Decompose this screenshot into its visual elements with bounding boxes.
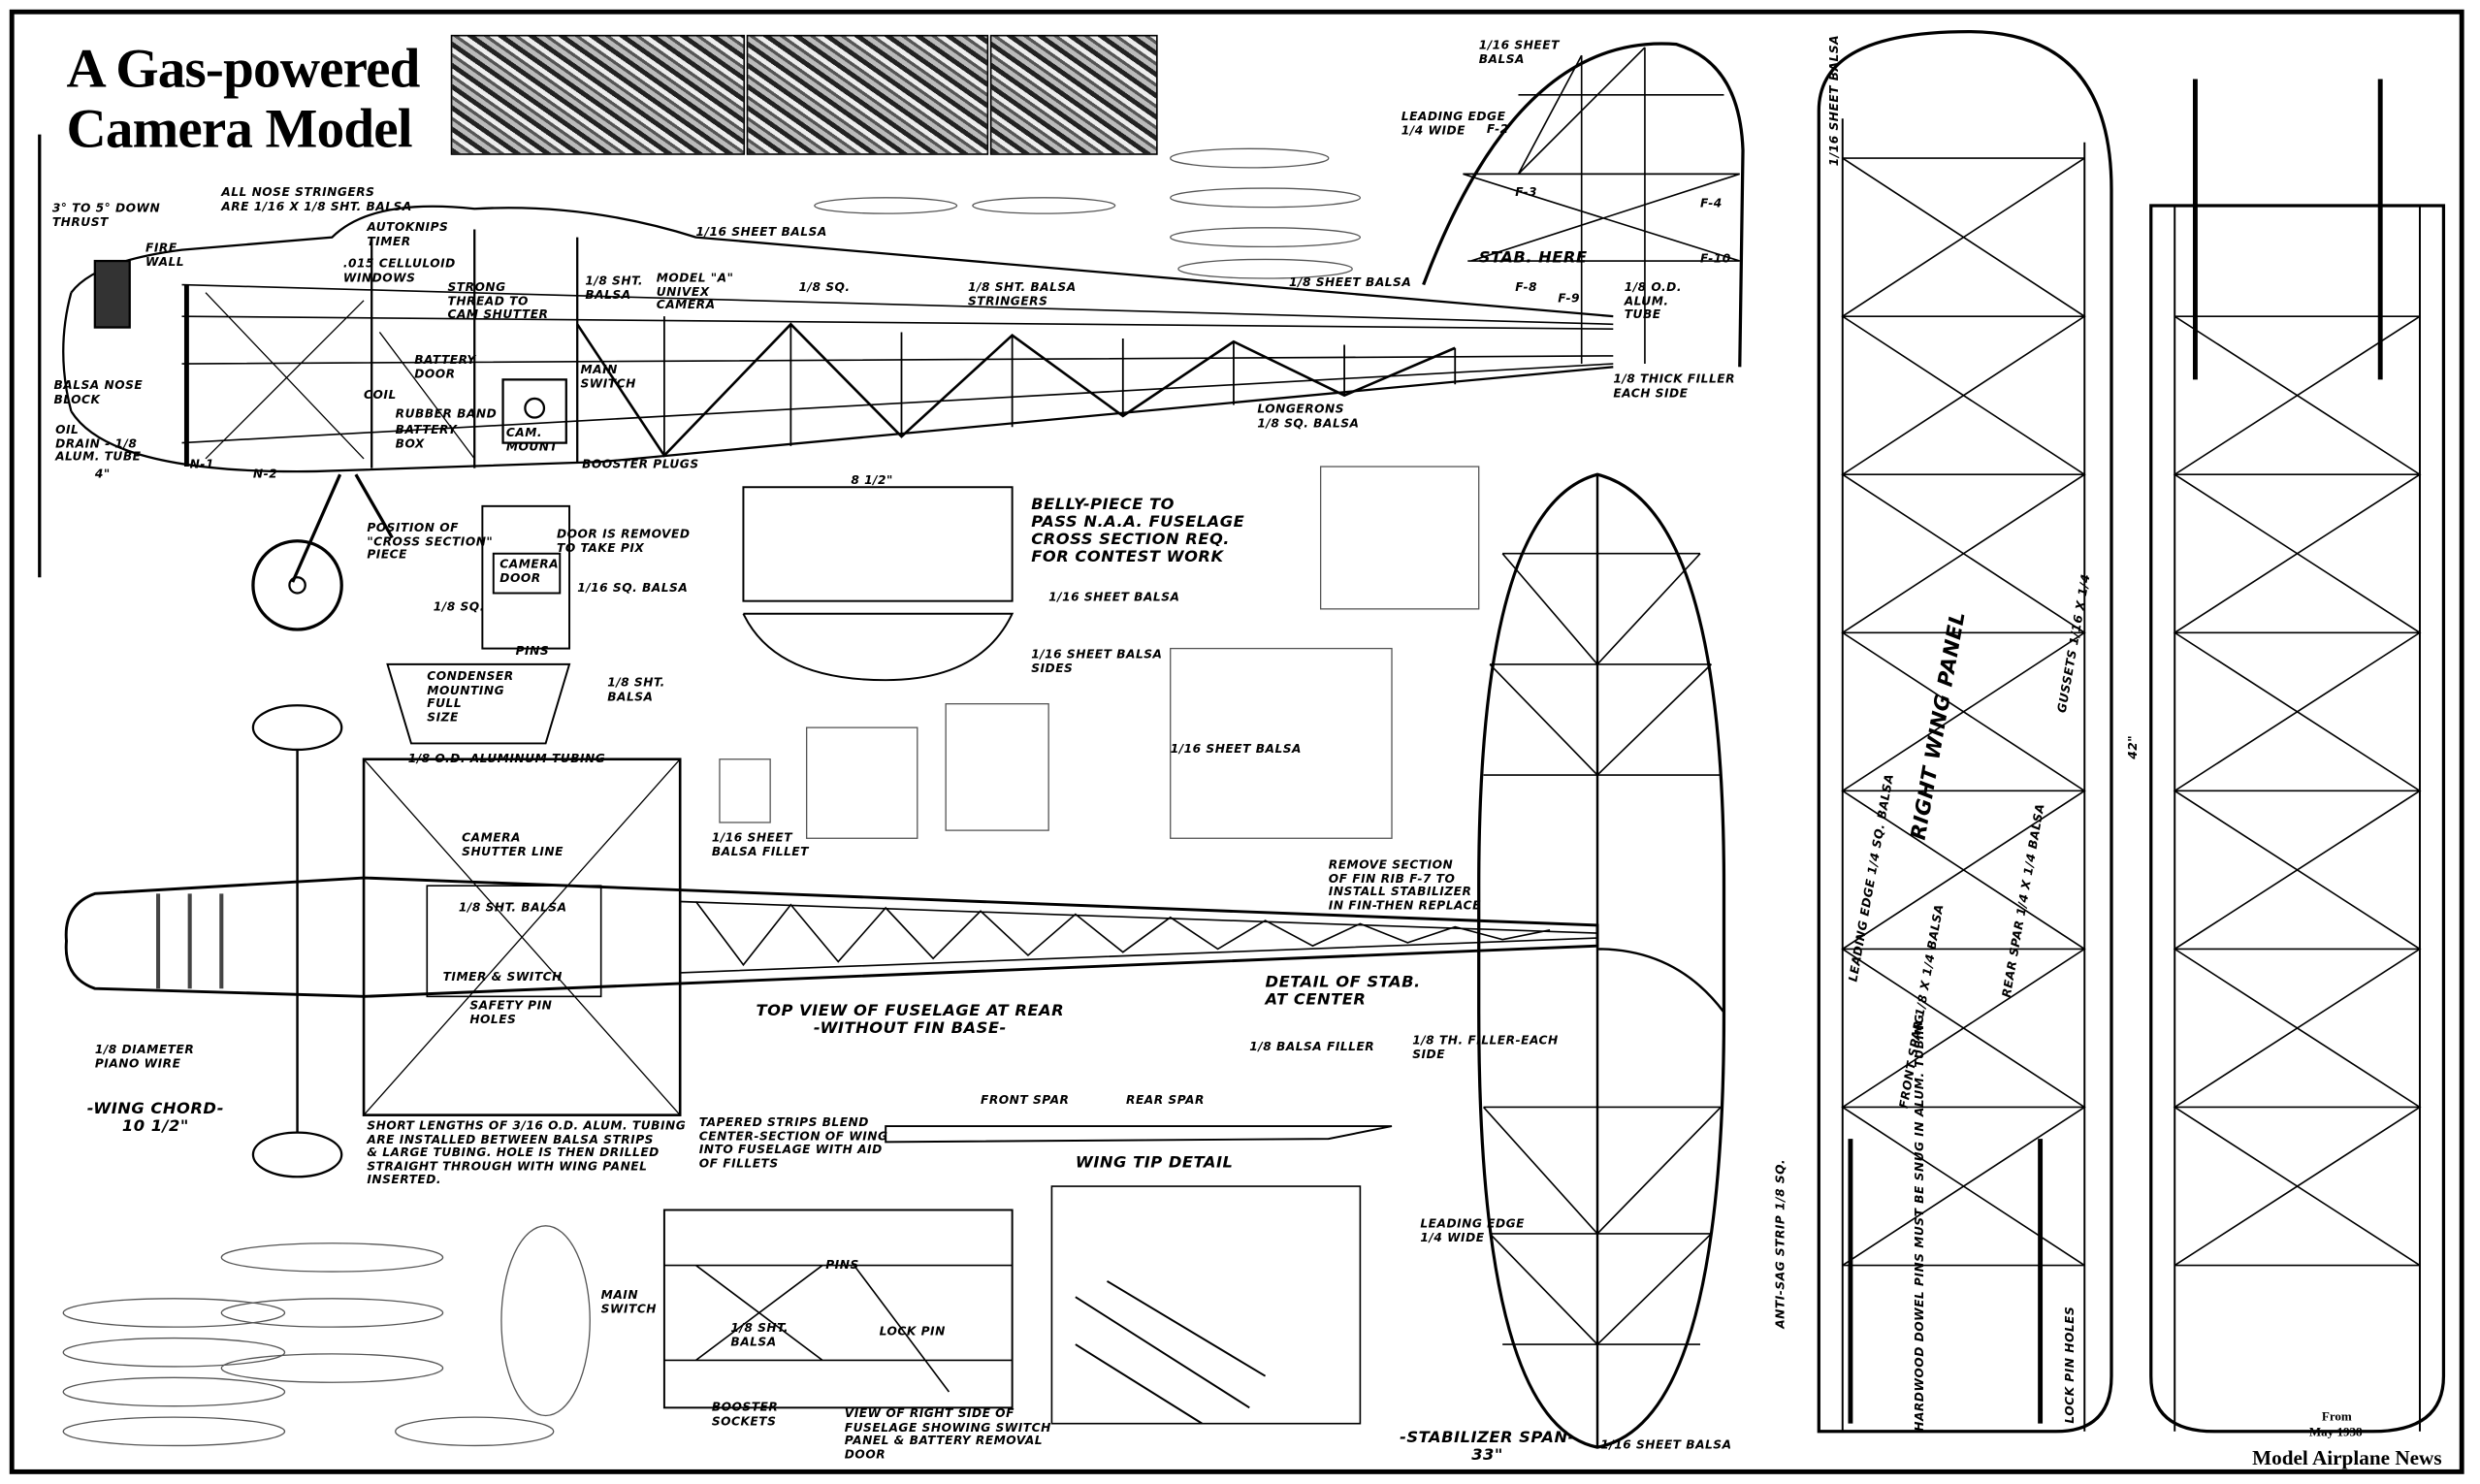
- sheet-border: [9, 9, 2464, 1474]
- label-dim-8-half: 8 1/2": [851, 472, 893, 488]
- left-wing-panel-drawing: [2149, 79, 2446, 1434]
- label-dowel-pins: HARDWOOD DOWEL PINS MUST BE SNUG IN ALUM…: [1912, 1014, 1927, 1432]
- label-fin-sheet-balsa: 1/16 SHEET BALSA: [1478, 38, 1560, 66]
- label-strong-thread: STRONG THREAD TO CAM SHUTTER: [447, 279, 549, 322]
- label-cam-mount: CAM. MOUNT: [505, 425, 559, 454]
- label-f3: F-3: [1515, 184, 1538, 200]
- label-detail-sheet-balsa: 1/16 SHEET BALSA: [1170, 741, 1303, 757]
- label-f10: F-10: [1700, 251, 1731, 266]
- credit-date: May 1938: [2308, 1425, 2363, 1439]
- label-thick-filler: 1/8 THICK FILLER EACH SIDE: [1613, 371, 1736, 400]
- label-lock-pin: LOCK PIN: [879, 1323, 946, 1339]
- label-stab-here: STAB. HERE: [1478, 249, 1588, 268]
- label-longerons: LONGERONS 1/8 SQ. BALSA: [1257, 402, 1360, 430]
- label-top-view-rear: TOP VIEW OF FUSELAGE AT REAR -WITHOUT FI…: [756, 1002, 1065, 1038]
- label-wing-sheet-balsa: 1/16 SHEET BALSA: [1826, 34, 1842, 167]
- label-tapered-strips: TAPERED STRIPS BLEND CENTER-SECTION OF W…: [698, 1114, 888, 1170]
- label-fire-wall: FIRE WALL: [145, 240, 185, 269]
- photo-flight: [450, 34, 746, 155]
- rib-templates: [62, 147, 1480, 1447]
- photo-camera: [989, 34, 1158, 155]
- label-aluminum-tubing: 1/8 O.D. ALUMINUM TUBING: [407, 751, 606, 766]
- label-nose-stringers: ALL NOSE STRINGERS ARE 1/16 X 1/8 SHT. B…: [221, 184, 412, 213]
- label-oil-drain: OIL DRAIN - 1/8 ALUM. TUBE: [55, 422, 142, 464]
- label-wing-chord: -WING CHORD- 10 1/2": [86, 1100, 225, 1136]
- label-remove-section: REMOVE SECTION OF FIN RIB F-7 TO INSTALL…: [1328, 856, 1481, 913]
- label-celluloid-windows: .015 CELLULOID WINDOWS: [342, 256, 456, 284]
- label-pins: PINS: [515, 643, 550, 659]
- label-condenser-mounting: CONDENSER MOUNTING FULL SIZE: [427, 668, 514, 725]
- label-balsa-filler: 1/8 BALSA FILLER: [1249, 1039, 1375, 1054]
- label-booster-sockets: BOOSTER SOCKETS: [711, 1400, 779, 1428]
- label-coil: COIL: [364, 387, 397, 403]
- label-stab-sheet-balsa: 1/16 SHEET BALSA: [1600, 1437, 1732, 1452]
- label-safety-pin: SAFETY PIN HOLES: [469, 997, 553, 1026]
- label-right-side-view: VIEW OF RIGHT SIDE OF FUSELAGE SHOWING S…: [844, 1405, 1051, 1461]
- label-autoknips-timer: AUTOKNIPS TIMER: [367, 219, 449, 248]
- label-belly-sides: 1/16 SHEET BALSA SIDES: [1031, 646, 1163, 675]
- label-timer-switch: TIMER & SWITCH: [442, 969, 563, 984]
- label-balsa-fillet: 1/16 SHEET BALSA FILLET: [711, 830, 810, 858]
- label-wing-tip-detail: WING TIP DETAIL: [1075, 1154, 1234, 1173]
- right-wing-panel-drawing: [1817, 29, 2113, 1434]
- label-rear-spar: REAR SPAR: [1126, 1092, 1205, 1108]
- label-belly-sheet: 1/16 SHEET BALSA: [1048, 590, 1180, 604]
- label-f4: F-4: [1700, 196, 1723, 210]
- stabilizer-drawing: [1477, 472, 1726, 1449]
- label-pins-2: PINS: [825, 1257, 859, 1273]
- fin-drawing: [1422, 42, 1745, 368]
- top-view-fuselage: [64, 704, 1599, 1178]
- label-sq-2: 1/8 SQ.: [433, 599, 485, 614]
- label-sht-balsa: 1/8 SHT. BALSA: [585, 274, 643, 302]
- label-short-lengths: SHORT LENGTHS OF 3/16 O.D. ALUM. TUBING …: [367, 1117, 687, 1187]
- label-main-switch: MAIN SWITCH: [580, 362, 636, 390]
- label-n1: N-1: [189, 457, 214, 471]
- label-n2: N-2: [252, 467, 278, 481]
- label-univex-camera: MODEL "A" UNIVEX CAMERA: [656, 270, 734, 312]
- label-belly-piece: BELLY-PIECE TO PASS N.A.A. FUSELAGE CROS…: [1031, 497, 1245, 566]
- label-sheet-balsa: 1/16 SHEET BALSA: [695, 224, 827, 240]
- label-f9: F-9: [1558, 291, 1581, 306]
- side-view-fuselage: [38, 134, 1614, 631]
- label-down-thrust: 3° TO 5° DOWN THRUST: [51, 201, 161, 229]
- label-sht-balsa-3: 1/8 SHT. BALSA: [607, 675, 665, 703]
- title-line-1: A Gas-powered: [66, 38, 420, 100]
- label-sheet-balsa-2: 1/8 SHEET BALSA: [1289, 274, 1412, 290]
- label-dim-42: 42": [2125, 734, 2141, 759]
- label-sht-balsa-4: 1/8 SHT. BALSA: [458, 899, 567, 915]
- label-battery-door: BATTERY DOOR: [414, 352, 476, 381]
- belly-piece-drawing: [386, 486, 1393, 1425]
- label-f8: F-8: [1515, 279, 1538, 295]
- credit-magazine: Model Airplane News: [2252, 1445, 2442, 1469]
- label-sq-balsa: 1/16 SQ. BALSA: [577, 580, 689, 596]
- credit-from: From: [2321, 1408, 2352, 1424]
- label-filler-each-side: 1/8 TH. FILLER-EACH SIDE: [1412, 1032, 1559, 1061]
- label-rubber-band: RUBBER BAND: [395, 406, 498, 421]
- label-leading-edge: LEADING EDGE 1/4 WIDE: [1401, 109, 1506, 138]
- label-stab-detail: DETAIL OF STAB. AT CENTER: [1265, 974, 1421, 1010]
- label-sq: 1/8 SQ.: [798, 279, 851, 295]
- label-piano-wire: 1/8 DIAMETER PIANO WIRE: [94, 1042, 195, 1071]
- label-stringers: 1/8 SHT. BALSA STRINGERS: [967, 279, 1077, 308]
- label-front-spar: FRONT SPAR: [981, 1092, 1070, 1108]
- label-alum-tube: 1/8 O.D. ALUM. TUBE: [1624, 279, 1682, 322]
- label-sht-balsa-5: 1/8 SHT. BALSA: [730, 1320, 789, 1349]
- label-battery-box: BATTERY BOX: [395, 422, 458, 450]
- label-stabilizer-span: -STABILIZER SPAN- 33": [1400, 1430, 1575, 1466]
- title-line-2: Camera Model: [66, 98, 412, 160]
- label-lock-pin-holes: LOCK PIN HOLES: [2062, 1306, 2077, 1424]
- label-nose-block: BALSA NOSE BLOCK: [53, 377, 144, 406]
- label-door-removed: DOOR IS REMOVED TO TAKE PIX: [557, 527, 691, 555]
- label-main-switch-2: MAIN SWITCH: [600, 1287, 658, 1315]
- label-camera-door: CAMERA DOOR: [499, 557, 560, 585]
- photo-model: [746, 34, 989, 155]
- label-anti-sag: ANTI-SAG STRIP 1/8 SQ.: [1773, 1158, 1788, 1329]
- label-cross-section: POSITION OF "CROSS SECTION" PIECE: [367, 520, 494, 562]
- label-shutter-line: CAMERA SHUTTER LINE: [462, 830, 564, 858]
- label-stab-leading-edge: LEADING EDGE 1/4 WIDE: [1420, 1216, 1525, 1244]
- label-booster-plugs: BOOSTER PLUGS: [582, 457, 699, 471]
- label-f2: F-2: [1486, 121, 1509, 137]
- label-dim-4: 4": [94, 467, 111, 481]
